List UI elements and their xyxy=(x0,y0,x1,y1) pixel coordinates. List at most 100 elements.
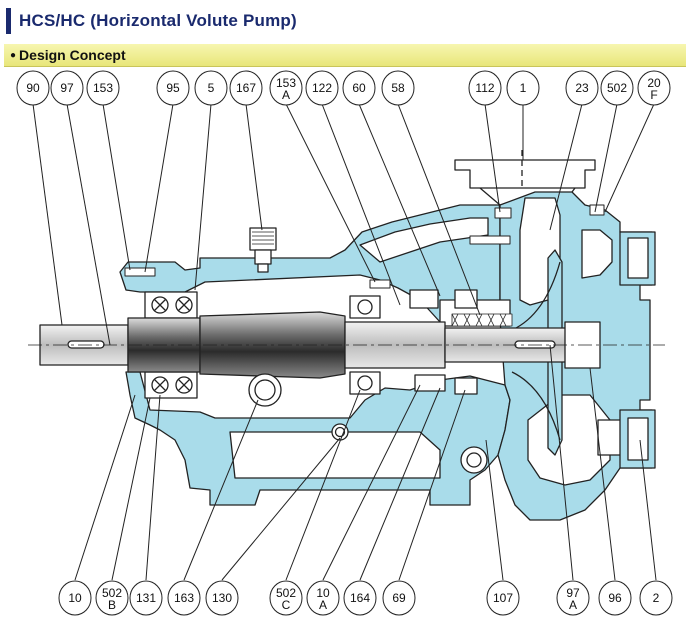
callout-number: 20 xyxy=(647,76,661,90)
callout-top-4: 5 xyxy=(194,70,228,106)
callout-number: 502 xyxy=(102,586,122,600)
callout-circle xyxy=(342,70,376,106)
callout-bottom-4: 130 xyxy=(205,580,239,616)
callout-top-3: 95 xyxy=(156,70,190,106)
section-title: ●Design Concept xyxy=(10,47,126,63)
callout-top-10: 112 xyxy=(468,70,502,106)
callout-bottom-11: 96 xyxy=(598,580,632,616)
callout-circle xyxy=(86,70,120,106)
callout-number: 10 xyxy=(316,586,330,600)
callout-number: 23 xyxy=(575,81,589,95)
callout-bottom-12: 2 xyxy=(639,580,673,616)
callout-number: 502 xyxy=(276,586,296,600)
leader-lines xyxy=(32,103,657,581)
callout-circle xyxy=(598,580,632,616)
pump-drawing xyxy=(28,150,665,521)
callout-number: 164 xyxy=(350,591,370,605)
callout-number: 502 xyxy=(607,81,627,95)
callout-circle xyxy=(167,580,201,616)
callout-circle xyxy=(486,580,520,616)
callout-suffix: A xyxy=(569,598,577,612)
callout-circle xyxy=(382,580,416,616)
callout-number: 5 xyxy=(208,81,215,95)
callout-circle xyxy=(194,70,228,106)
callout-top-11: 1 xyxy=(506,70,540,106)
callout-circle xyxy=(565,70,599,106)
callout-circle xyxy=(269,580,303,616)
callout-number: 90 xyxy=(26,81,40,95)
title-accent-bar xyxy=(6,8,11,34)
callout-circle xyxy=(468,70,502,106)
oil-cup xyxy=(249,227,277,273)
callout-suffix: B xyxy=(108,598,116,612)
callout-circle xyxy=(205,580,239,616)
callout-number: 122 xyxy=(312,81,332,95)
callout-number: 69 xyxy=(392,591,406,605)
callout-top-12: 23 xyxy=(565,70,599,106)
callout-number: 60 xyxy=(352,81,366,95)
callout-circle xyxy=(343,580,377,616)
page-title: HCS/HC (Horizontal Volute Pump) xyxy=(19,11,297,30)
callout-circle xyxy=(229,70,263,106)
callout-circle xyxy=(506,70,540,106)
callout-circle xyxy=(637,70,671,106)
callout-number: 163 xyxy=(174,591,194,605)
callout-number: 95 xyxy=(166,81,180,95)
callout-number: 153 xyxy=(93,81,113,95)
callout-top-0: 90 xyxy=(16,70,50,106)
callout-number: 112 xyxy=(475,81,494,95)
callout-number: 96 xyxy=(608,591,622,605)
callout-number: 1 xyxy=(520,81,527,95)
callout-number: 97 xyxy=(60,81,74,95)
callout-circle xyxy=(600,70,634,106)
callout-circle xyxy=(50,70,84,106)
callout-top-7: 122 xyxy=(305,70,339,106)
callout-suffix: A xyxy=(282,88,290,102)
callout-number: 10 xyxy=(68,591,82,605)
callout-suffix: F xyxy=(650,88,657,102)
callout-circle xyxy=(305,70,339,106)
bullet-icon: ● xyxy=(10,50,17,61)
callout-bottom-3: 163 xyxy=(167,580,201,616)
callout-circle xyxy=(269,70,303,106)
callout-top-9: 58 xyxy=(381,70,415,106)
callout-circle xyxy=(381,70,415,106)
callout-number: 131 xyxy=(136,591,156,605)
section-title-text: Design Concept xyxy=(19,47,126,63)
gland-packing xyxy=(451,313,513,327)
callout-circle xyxy=(16,70,50,106)
callout-number: 130 xyxy=(212,591,232,605)
callout-top-8: 60 xyxy=(342,70,376,106)
callout-circle xyxy=(556,580,590,616)
page-title-wrap: HCS/HC (Horizontal Volute Pump) xyxy=(6,8,297,34)
callout-circle xyxy=(95,580,129,616)
callout-bottom-0: 10 xyxy=(58,580,92,616)
callout-top-1: 97 xyxy=(50,70,84,106)
callout-top-13: 502 xyxy=(600,70,634,106)
callout-top-2: 153 xyxy=(86,70,120,106)
callout-bottom-6: 10A xyxy=(306,580,340,616)
callout-number: 167 xyxy=(236,81,256,95)
callout-circle xyxy=(306,580,340,616)
bolts xyxy=(124,204,605,289)
section-header: ●Design Concept xyxy=(4,44,686,67)
callout-number: 58 xyxy=(391,81,405,95)
callout-suffix: A xyxy=(319,598,327,612)
callout-circle xyxy=(129,580,163,616)
discharge-flange xyxy=(454,159,596,189)
callout-bottom-9: 107 xyxy=(486,580,520,616)
bearing-inboard xyxy=(349,295,381,395)
callout-bottom-2: 131 xyxy=(129,580,163,616)
callout-bottom-10: 97A xyxy=(556,580,590,616)
callout-number: 2 xyxy=(653,591,660,605)
callout-bottom-7: 164 xyxy=(343,580,377,616)
callout-top-5: 167 xyxy=(229,70,263,106)
callout-circle xyxy=(639,580,673,616)
callout-suffix: C xyxy=(282,598,291,612)
callout-bottom-8: 69 xyxy=(382,580,416,616)
